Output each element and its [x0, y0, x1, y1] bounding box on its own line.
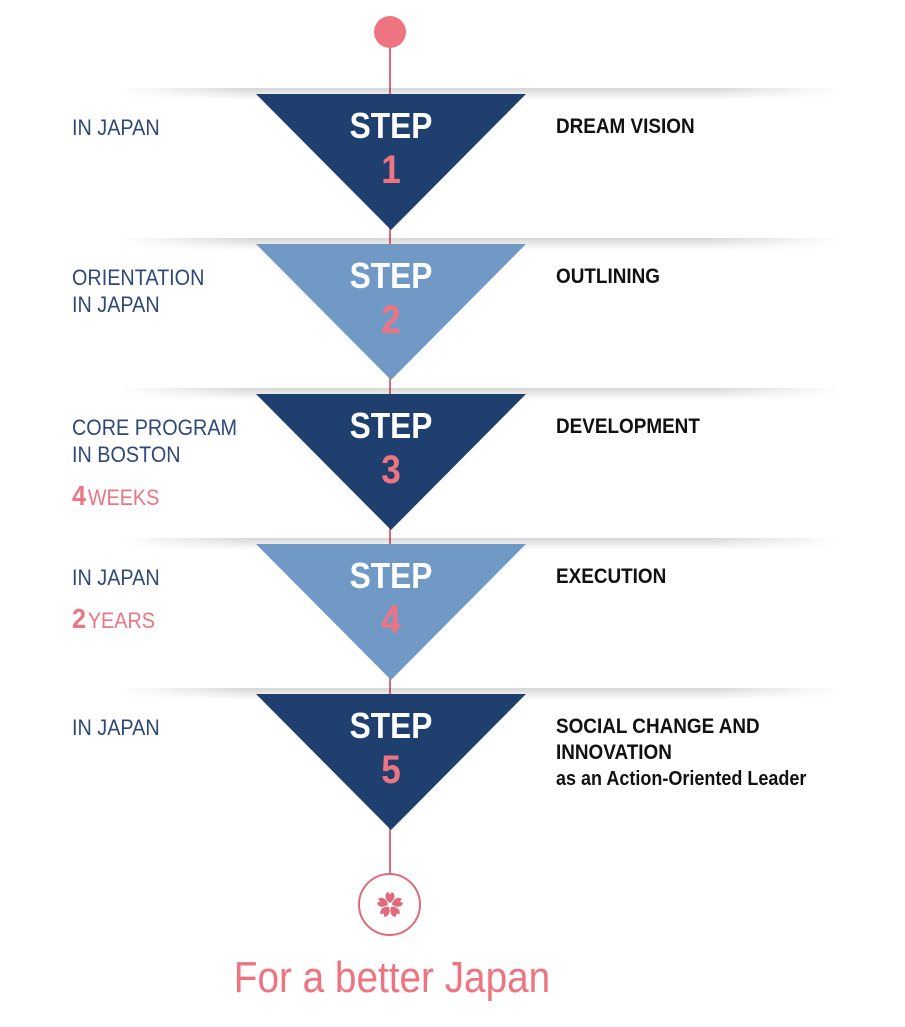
phase-subtitle: as an Action-Oriented Leader	[556, 768, 807, 790]
step-label: STEP	[349, 405, 433, 446]
step-location: IN JAPAN 2YEARS	[72, 564, 252, 635]
step-number: 2	[381, 298, 401, 342]
step-phase: SOCIAL CHANGE AND INNOVATION as an Action-…	[556, 714, 876, 792]
step-number: 4	[381, 598, 401, 642]
phase-title-line: DREAM VISION	[556, 115, 695, 138]
location-line: IN JAPAN	[72, 715, 160, 740]
step-number: 5	[381, 748, 401, 792]
step-label: STEP	[349, 705, 433, 746]
step-phase: DEVELOPMENT	[556, 414, 876, 440]
step-phase: EXECUTION	[556, 564, 876, 590]
duration-unit: WEEKS	[87, 485, 160, 510]
location-line: IN JAPAN	[72, 292, 160, 317]
phase-title-line: INNOVATION	[556, 741, 672, 764]
location-line: ORIENTATION	[72, 265, 205, 290]
location-line: IN BOSTON	[72, 442, 181, 467]
duration: 4WEEKS	[72, 480, 234, 512]
step-number: 1	[381, 148, 401, 192]
duration: 2YEARS	[72, 603, 234, 635]
duration-unit: YEARS	[87, 608, 155, 633]
step-location: IN JAPAN	[72, 714, 252, 741]
step-label: STEP	[349, 255, 433, 296]
end-circle	[358, 873, 421, 936]
step-phase: OUTLINING	[556, 264, 876, 290]
cherry-blossom-icon	[376, 892, 404, 919]
duration-number: 4	[72, 480, 87, 511]
step-triangle	[256, 394, 526, 530]
phase-title-line: SOCIAL CHANGE AND	[556, 715, 760, 738]
location-line: IN JAPAN	[72, 565, 160, 590]
step-triangle	[256, 94, 526, 230]
location-line: CORE PROGRAM	[72, 415, 238, 440]
step-number: 3	[381, 448, 401, 492]
step-label: STEP	[349, 555, 433, 596]
step-triangle	[256, 694, 526, 830]
phase-title-line: OUTLINING	[556, 265, 660, 288]
duration-number: 2	[72, 603, 87, 634]
start-dot	[374, 16, 406, 48]
step-triangle	[256, 244, 526, 380]
step-location: IN JAPAN	[72, 114, 252, 141]
phase-title-line: EXECUTION	[556, 565, 667, 588]
phase-title-line: DEVELOPMENT	[556, 415, 700, 438]
tagline: For a better Japan	[233, 953, 551, 1002]
location-line: IN JAPAN	[72, 115, 160, 140]
step-label: STEP	[349, 105, 433, 146]
step-phase: DREAM VISION	[556, 114, 876, 140]
step-triangle	[256, 544, 526, 680]
